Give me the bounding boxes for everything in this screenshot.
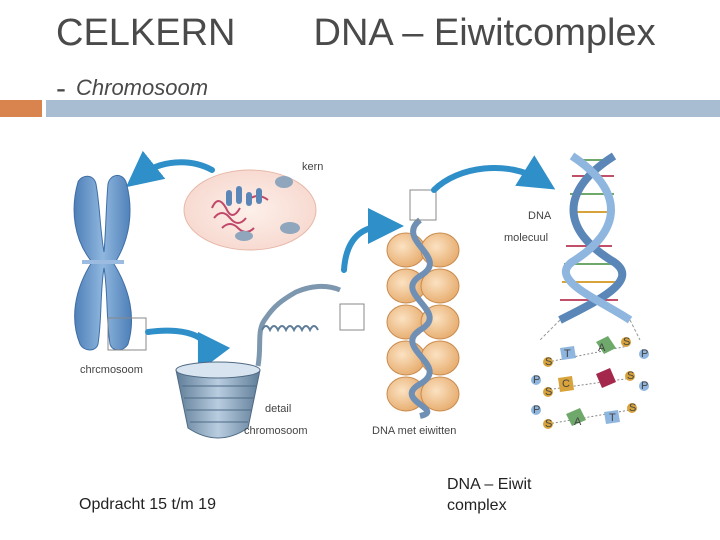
label-dna-met-eiwitten: DNA met eiwitten (372, 425, 456, 437)
base-label-a1: A (598, 342, 606, 354)
base-label-t2: T (609, 412, 616, 424)
dna-helix-illustration (539, 152, 641, 341)
base-label-c1: C (562, 378, 570, 390)
base-label-p4: P (641, 380, 648, 392)
label-chromosoom: chrcmosoom (80, 364, 143, 376)
base-label-s1: S (545, 356, 552, 368)
base-label-a2: A (574, 416, 582, 428)
slide-subtitle: -Chromosoom (56, 72, 208, 106)
label-dna: DNA (528, 210, 552, 222)
base-label-p1: P (533, 374, 540, 386)
nucleus-illustration (183, 169, 317, 251)
base-label-s3: S (545, 386, 552, 398)
label-molecuul: molecuul (504, 232, 548, 244)
detail-coil-illustration (175, 283, 365, 439)
arrow-nucleus-to-chromosome (125, 150, 215, 188)
base-label-s6: S (629, 402, 636, 414)
header-bar-accent (0, 100, 42, 117)
arrow-beads-to-helix (431, 155, 556, 193)
slide-title: CELKERN DNA – Eiwitcomplex (56, 12, 656, 55)
base-label-t1: T (564, 348, 571, 360)
arrow-chromosome-to-detail (145, 327, 231, 373)
base-label-s5: S (545, 418, 552, 430)
base-label-p2: P (641, 348, 648, 360)
label-kern: kern (302, 161, 323, 173)
base-label-p3: P (533, 404, 540, 416)
caption-right-line2: complex (447, 497, 507, 514)
title-dna-eiwitcomplex: DNA – Eiwitcomplex (313, 12, 656, 54)
base-label-s2: S (623, 336, 630, 348)
dna-diagram: kern chrcmosoom detail chromosoom (73, 150, 649, 439)
title-celkern: CELKERN (56, 12, 236, 54)
base-pair-detail (531, 336, 649, 429)
header-bar (46, 100, 720, 117)
caption-opdracht: Opdracht 15 t/m 19 (79, 496, 216, 513)
subtitle-chromosoom: Chromosoom (76, 75, 209, 100)
caption-dna-eiwit-complex: DNA – Eiwit complex (447, 474, 531, 516)
chromosome-illustration (73, 175, 147, 351)
arrow-detail-to-beads (341, 208, 404, 273)
label-detail-chromosoom: chromosoom (244, 425, 308, 437)
base-label-s4: S (627, 370, 634, 382)
subtitle-dash: - (56, 72, 66, 105)
nucleosome-stack-illustration (386, 189, 460, 419)
label-detail: detail (265, 403, 291, 415)
caption-right-line1: DNA – Eiwit (447, 476, 532, 493)
